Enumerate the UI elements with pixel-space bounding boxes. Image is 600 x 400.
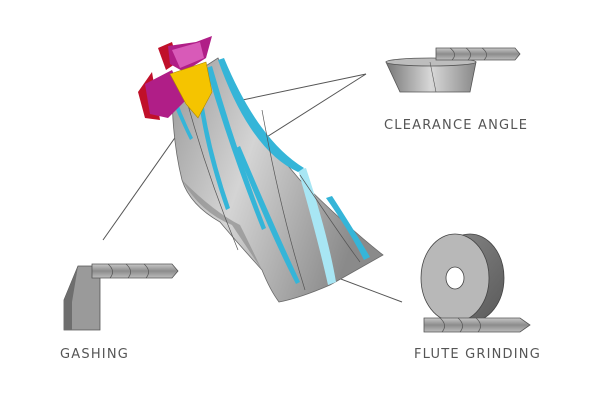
flute-grinding-inset — [420, 233, 531, 333]
gashing-label: GASHING — [60, 347, 130, 362]
gashing-inset — [63, 263, 179, 331]
tool-shade — [182, 180, 262, 270]
leader-clearance-2 — [261, 73, 367, 141]
flute-2 — [218, 58, 304, 172]
flute-light — [298, 168, 336, 285]
grinding-wheel-hub — [445, 266, 465, 290]
clearance-angle-label: CLEARANCE ANGLE — [384, 118, 529, 133]
leader-clearance-1 — [227, 73, 367, 104]
end-mill-tool — [138, 36, 384, 303]
gashing-tool — [91, 263, 179, 279]
flute-grinding-tool — [423, 317, 531, 333]
cutting-inserts — [138, 36, 213, 120]
insert-yellow — [169, 61, 213, 119]
helix-edges — [183, 89, 361, 291]
flute-3 — [236, 146, 300, 284]
insert-pink — [172, 42, 204, 68]
clearance-tool — [435, 47, 521, 61]
flute-5 — [326, 196, 370, 260]
flute-4 — [198, 95, 230, 210]
flute-grinding-label: FLUTE GRINDING — [414, 347, 541, 362]
clearance-inset — [385, 47, 521, 93]
